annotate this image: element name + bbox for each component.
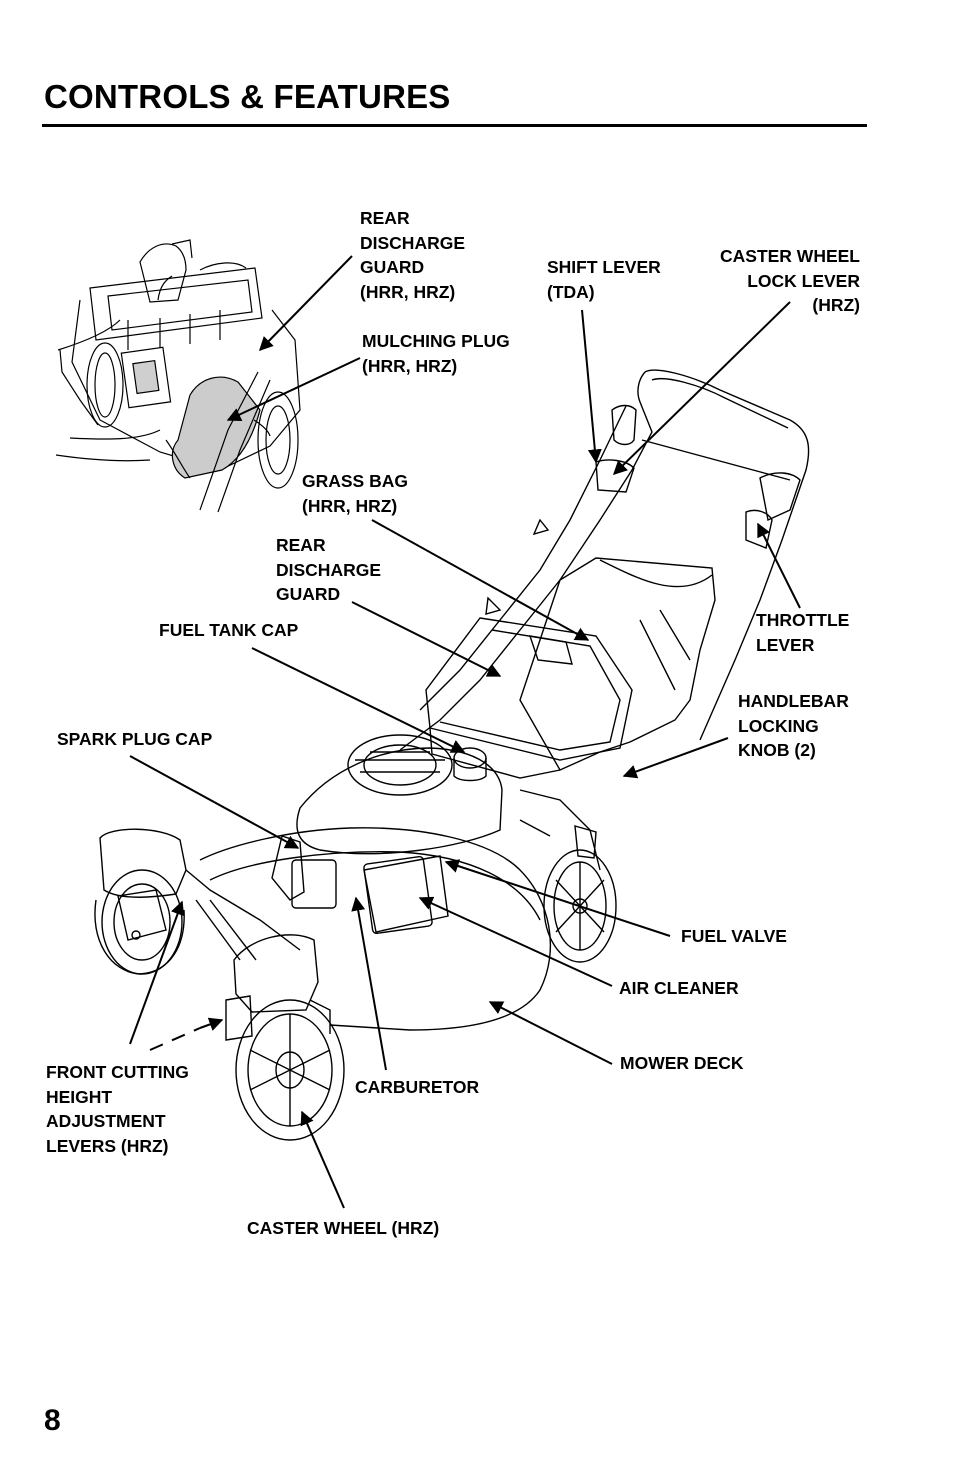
label-mower-deck: MOWER DECK: [620, 1053, 744, 1073]
label-throttle-lever: THROTTLE LEVER: [756, 610, 850, 655]
page-title: CONTROLS & FEATURES: [44, 78, 451, 115]
label-carburetor: CARBURETOR: [355, 1077, 480, 1097]
label-shift-lever: SHIFT LEVER (TDA): [547, 257, 661, 302]
label-mulching-plug: MULCHING PLUG (HRR, HRZ): [362, 331, 510, 376]
label-spark-plug-cap: SPARK PLUG CAP: [57, 729, 213, 749]
label-air-cleaner: AIR CLEANER: [619, 978, 739, 998]
mower-main: [94, 369, 810, 1141]
label-fuel-tank-cap: FUEL TANK CAP: [159, 620, 299, 640]
title-rule: [42, 124, 867, 127]
label-caster-wheel: CASTER WHEEL (HRZ): [247, 1218, 440, 1238]
label-handlebar-locking-knob: HANDLEBAR LOCKING KNOB (2): [738, 691, 849, 760]
label-rear-discharge-guard: REAR DISCHARGE GUARD: [276, 535, 382, 604]
label-front-cutting-height: FRONT CUTTING HEIGHT ADJUSTMENT LEVERS (…: [46, 1062, 189, 1156]
label-fuel-valve: FUEL VALVE: [681, 926, 787, 946]
label-caster-wheel-lock-lever: CASTER WHEEL LOCK LEVER (HRZ): [720, 246, 860, 315]
page-number: 8: [44, 1404, 61, 1437]
inset-rear-view: [55, 239, 301, 513]
dashed-leader: [149, 1027, 201, 1051]
label-rear-discharge-guard-inset: REAR DISCHARGE GUARD (HRR, HRZ): [360, 208, 466, 302]
leader-arrows: [129, 255, 801, 1209]
label-grass-bag: GRASS BAG (HRR, HRZ): [302, 471, 408, 516]
